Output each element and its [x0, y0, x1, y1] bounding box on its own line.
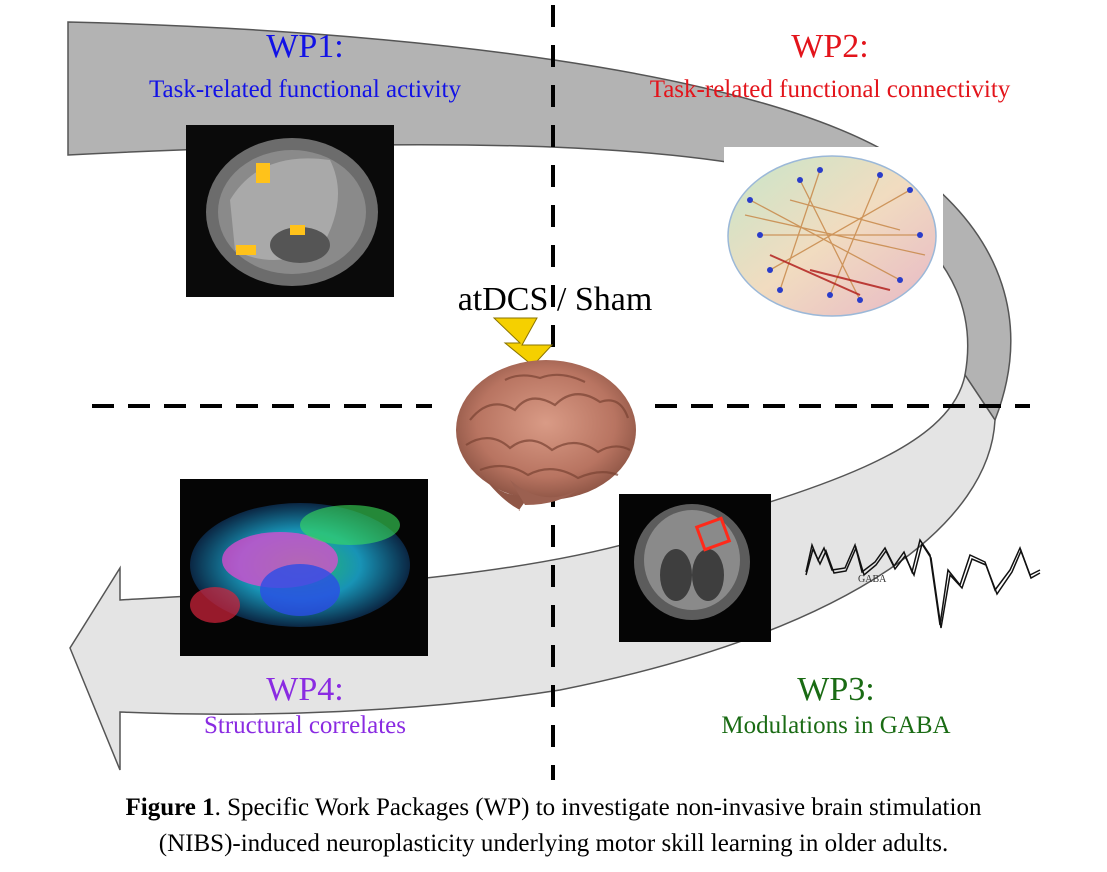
wp3-subtitle: Modulations in GABA — [721, 712, 950, 739]
wp3-title: WP3: — [797, 671, 874, 708]
caption-text: . Specific Work Packages (WP) to investi… — [214, 794, 982, 821]
brain-connectivity-network-image — [724, 147, 943, 323]
wp4-subtitle: Structural correlates — [204, 712, 406, 739]
gaba-spectrum-plot — [805, 538, 1041, 629]
caption-figure-label: Figure 1 — [125, 794, 215, 821]
cycle-arrow-dark — [67, 21, 1012, 422]
figure-caption: Figure 1. Specific Work Packages (WP) to… — [0, 790, 1107, 862]
wp2-title: WP2: — [791, 28, 868, 65]
dti-tractography-image — [180, 479, 428, 656]
wp1-subtitle: Task-related functional activity — [149, 76, 462, 103]
wp2-subtitle: Task-related functional connectivity — [650, 76, 1011, 103]
wp4-title: WP4: — [266, 671, 343, 708]
center-label: atDCS / Sham — [458, 281, 653, 318]
brain-icon — [456, 360, 636, 511]
wp1-title: WP1: — [266, 28, 343, 65]
caption-line-2: (NIBS)-induced neuroplasticity underlyin… — [158, 830, 949, 857]
caption-line-1: Figure 1. Specific Work Packages (WP) to… — [0, 790, 1107, 826]
gaba-spectrum-label: GABA — [858, 574, 887, 585]
diagram-svg: atDCS / Sham GABA WP1: — [67, 5, 1041, 780]
mrs-coronal-voxel-image — [619, 494, 771, 642]
fmri-sagittal-activation-image — [186, 125, 394, 297]
